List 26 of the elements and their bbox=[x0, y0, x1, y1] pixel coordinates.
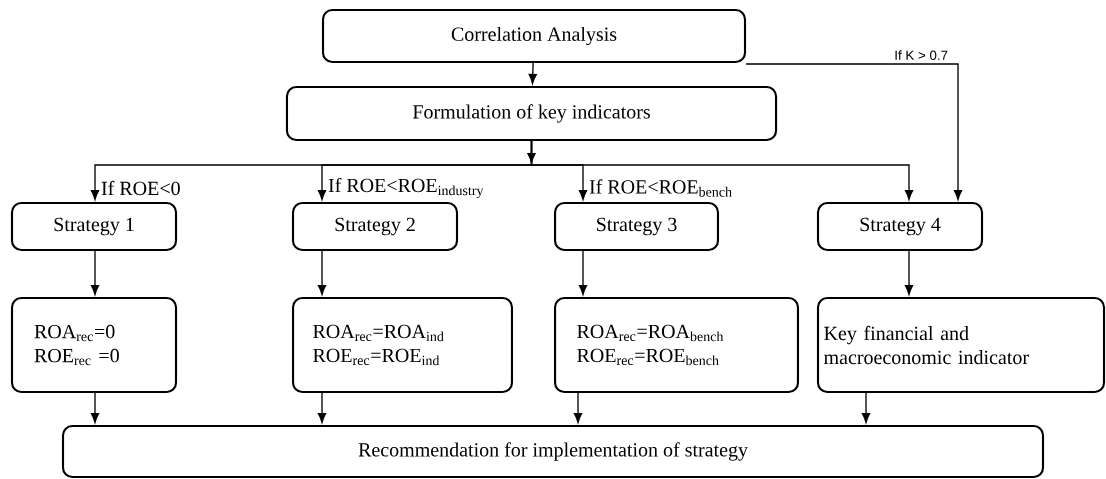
strategy-box: Strategy 2 bbox=[291, 201, 459, 252]
arrow bbox=[861, 392, 871, 423]
process-box: ROA$_{rec}$=ROA$_{ind}$ ROE$_{rec}$=ROE$_{ind}$ bbox=[291, 296, 514, 394]
strategy-box: Strategy 3 bbox=[553, 201, 720, 252]
edge-label: If ROE<ROE$_{bench}$ bbox=[587, 178, 735, 198]
process-box: Formulation of key indicators bbox=[285, 85, 778, 142]
process-box: Correlation Analysis bbox=[321, 8, 747, 64]
edge-label: If K > 0.7 bbox=[892, 48, 950, 62]
process-box: Key financial and macroeconomic indicator bbox=[816, 296, 1106, 394]
edge-label: If ROE<0 bbox=[99, 179, 182, 197]
arrow bbox=[90, 392, 100, 423]
arrow bbox=[528, 62, 537, 84]
arrow bbox=[90, 250, 100, 295]
process-box: ROA$_{rec}$=0 ROE$_{rec}$ =0 bbox=[10, 296, 178, 394]
arrow bbox=[573, 392, 583, 423]
arrow bbox=[530, 140, 914, 200]
arrow bbox=[317, 250, 327, 295]
edge-label: If ROE<ROE$_{industry}$ bbox=[326, 176, 486, 200]
process-box: ROA$_{rec}$=ROA$_{bench}$ ROE$_{rec}$=ROE$_{bench}$ bbox=[553, 296, 800, 394]
strategy-box: Strategy 1 bbox=[10, 201, 178, 252]
process-box: Recommendation for implementation of strategy bbox=[61, 424, 1045, 479]
arrow bbox=[578, 250, 588, 295]
arrow bbox=[904, 250, 914, 295]
strategy-box: Strategy 4 bbox=[816, 201, 984, 252]
arrow bbox=[317, 392, 327, 423]
arrow bbox=[745, 63, 963, 200]
